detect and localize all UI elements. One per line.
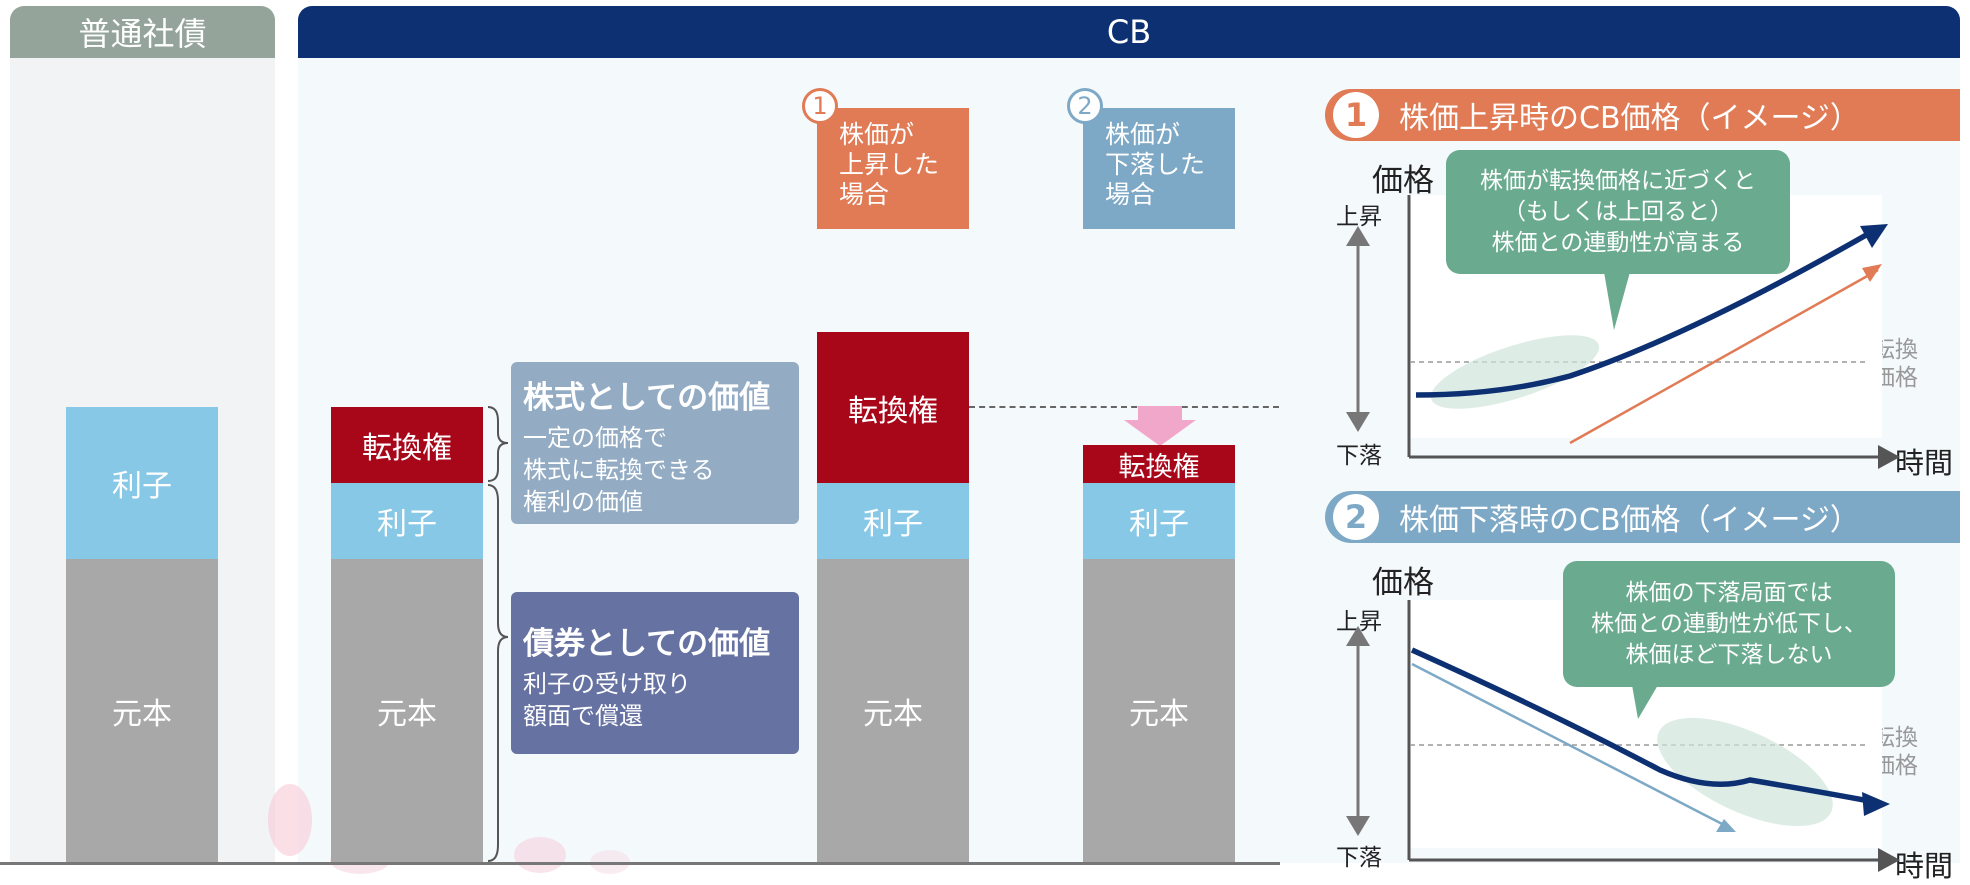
chart-fall-x-arrow-icon xyxy=(1878,848,1900,872)
scenario-rise-box: 株価が 上昇した 場合 xyxy=(817,108,969,229)
chart-rise-up-arrow-icon xyxy=(1346,226,1370,246)
chart-fall-highlight xyxy=(1657,717,1833,827)
down-arrow-icon xyxy=(1124,406,1196,446)
rise-principal-bar: 元本 xyxy=(817,559,969,862)
chart-fall-bubble-line: 株価との連動性が低下し、 xyxy=(1591,610,1867,637)
chart-rise-x-arrow-icon xyxy=(1878,445,1900,469)
rise-conversion-bar: 転換権 xyxy=(817,332,969,483)
fall-principal-bar: 元本 xyxy=(1083,559,1235,862)
chart-rise-bubble-tail xyxy=(1604,272,1630,330)
chart-fall-number: 2 xyxy=(1333,494,1379,540)
chart-fall-title: 株価下落時のCB価格（イメージ） xyxy=(1399,503,1860,538)
scenario-rise-line: 株価が xyxy=(839,120,915,149)
bond-value-line: 利子の受け取り xyxy=(523,670,691,698)
chart-rise-bubble: 株価が転換価格に近づくと （もしくは上回ると） 株価との連動性が高まる xyxy=(1446,150,1790,274)
scenario-rise-number: 1 xyxy=(802,88,838,124)
baseline xyxy=(0,862,1280,865)
equity-value-line: 一定の価格で xyxy=(523,424,667,452)
chart-rise-stock-line xyxy=(1569,268,1879,445)
fall-conversion-bar: 転換権 xyxy=(1083,445,1235,483)
chart-fall-up-arrow-icon xyxy=(1346,626,1370,646)
scenario-rise-line: 上昇した xyxy=(839,150,940,179)
cb-principal-bar: 元本 xyxy=(331,559,483,862)
chart-fall-cb-arrow-icon xyxy=(1862,792,1890,816)
chart-fall-bubble: 株価の下落局面では 株価との連動性が低下し、 株価ほど下落しない xyxy=(1563,561,1895,687)
chart-rise-x-label: 時間 xyxy=(1895,446,1954,480)
chart-fall-stock-arrow-icon xyxy=(1716,819,1736,832)
equity-value-line: 権利の価値 xyxy=(523,488,643,516)
chart-fall-bubble-tail xyxy=(1632,685,1658,719)
scenario-fall-line: 場合 xyxy=(1105,180,1156,209)
chart-rise-bubble-line: 株価との連動性が高まる xyxy=(1491,229,1745,256)
chart-rise-title: 株価上昇時のCB価格（イメージ） xyxy=(1399,101,1860,136)
chart-rise-down-arrow-icon xyxy=(1346,412,1370,432)
equity-value-title: 株式としての価値 xyxy=(523,380,771,416)
chart-fall-y-bottom: 下落 xyxy=(1336,845,1382,871)
chart-rise-y-label: 価格 xyxy=(1372,163,1434,199)
bond-interest-bar: 利子 xyxy=(66,407,218,559)
chart-fall-bubble-line: 株価ほど下落しない xyxy=(1625,641,1833,668)
chart-rise-y-bottom: 下落 xyxy=(1336,443,1382,469)
cb-interest-bar: 利子 xyxy=(331,483,483,559)
chart-fall-cb-line xyxy=(1410,647,1876,805)
chart-rise-bubble-line: 株価が転換価格に近づくと xyxy=(1480,167,1756,194)
bond-value-title: 債券としての価値 xyxy=(523,626,771,662)
scenario-fall-number: 2 xyxy=(1067,88,1103,124)
cb-conversion-bar: 転換権 xyxy=(331,407,483,483)
chart-fall-y-label: 価格 xyxy=(1372,565,1434,601)
chart-rise-header: 1 株価上昇時のCB価格（イメージ） xyxy=(1325,89,1960,141)
rise-interest-bar: 利子 xyxy=(817,483,969,559)
chart-fall-stock-line xyxy=(1411,662,1729,829)
chart-rise-bubble-line: （もしくは上回ると） xyxy=(1503,198,1733,225)
chart-rise-y-top: 上昇 xyxy=(1336,204,1382,230)
cb-header: CB xyxy=(298,6,1960,58)
chart-rise-number: 1 xyxy=(1333,92,1379,138)
bond-value-box: 債券としての価値 利子の受け取り 額面で償還 xyxy=(511,592,799,754)
fall-interest-bar: 利子 xyxy=(1083,483,1235,559)
value-braces xyxy=(487,406,509,862)
scenario-rise-line: 場合 xyxy=(839,180,890,209)
equity-value-line: 株式に転換できる xyxy=(523,456,715,484)
straight-bond-header: 普通社債 xyxy=(10,6,275,58)
chart-fall-bubble-line: 株価の下落局面では xyxy=(1625,579,1833,606)
chart-fall-header: 2 株価下落時のCB価格（イメージ） xyxy=(1325,491,1960,543)
bond-principal-bar: 元本 xyxy=(66,559,218,862)
chart-rise-cb-line xyxy=(1415,227,1877,398)
equity-value-box: 株式としての価値 一定の価格で 株式に転換できる 権利の価値 xyxy=(511,362,799,524)
chart-rise-stock-arrow-icon xyxy=(1862,264,1882,282)
chart-fall-down-arrow-icon xyxy=(1346,816,1370,836)
bond-value-line: 額面で償還 xyxy=(523,702,643,730)
scenario-fall-line: 株価が xyxy=(1105,120,1181,149)
scenario-fall-line: 下落した xyxy=(1105,150,1206,179)
chart-rise-cb-arrow-icon xyxy=(1860,224,1888,248)
scenario-fall-box: 株価が 下落した 場合 xyxy=(1083,108,1235,229)
level-dashed-line xyxy=(969,406,1279,408)
